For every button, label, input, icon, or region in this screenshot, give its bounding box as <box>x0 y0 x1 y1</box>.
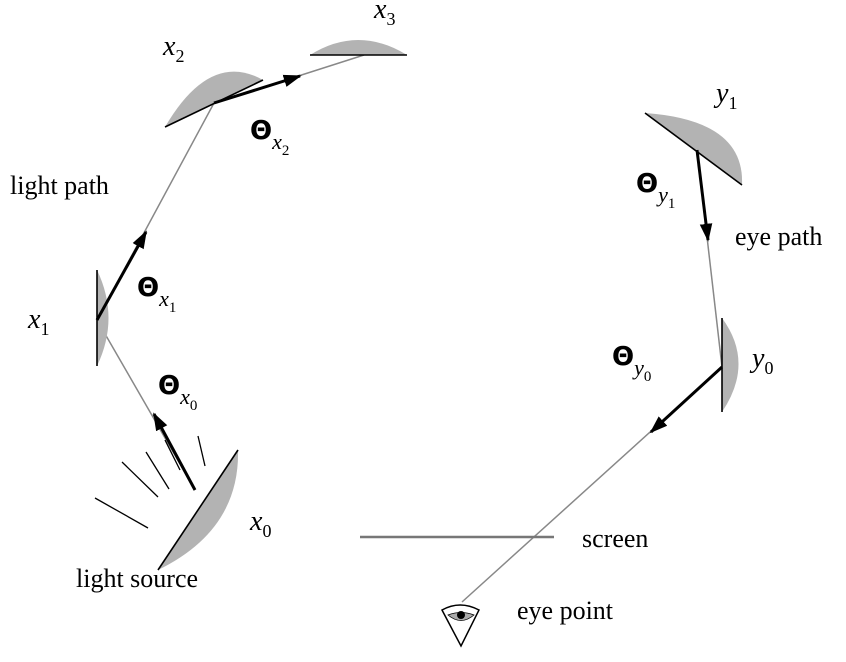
direction-label-theta-y1: Θy1 <box>636 169 675 212</box>
light-path-label: light path <box>10 171 109 200</box>
surface-y0 <box>721 318 739 412</box>
vertex-label-x1: x1 <box>27 304 49 339</box>
direction-label-theta-y0: Θy0 <box>612 342 651 385</box>
surface-x2 <box>164 71 264 128</box>
vertex-label-x3: x3 <box>373 0 395 29</box>
surface-x0 <box>157 449 239 571</box>
direction-arrow-x0 <box>152 412 197 491</box>
vertex-label-y0: y0 <box>749 343 773 378</box>
eye-icon <box>440 604 480 648</box>
surface-y1 <box>644 112 743 186</box>
direction-arrow-x1 <box>95 230 148 321</box>
screen-label: screen <box>582 524 648 553</box>
direction-label-theta-x0: Θx0 <box>158 371 197 414</box>
direction-arrow-y1 <box>695 149 713 242</box>
vertex-label-y1: y1 <box>713 78 737 113</box>
direction-arrow-x2 <box>213 74 302 105</box>
direction-label-theta-x2: Θx2 <box>250 116 289 159</box>
direction-arrow-y0 <box>649 365 724 434</box>
eye-point-label: eye point <box>517 596 614 625</box>
vertex-label-x2: x2 <box>162 31 184 66</box>
eye-path-label: eye path <box>735 222 822 251</box>
surface-x3 <box>310 40 407 56</box>
light-emission-rays <box>94 435 206 529</box>
light-source-label: light source <box>76 564 198 593</box>
direction-label-theta-x1: Θx1 <box>137 273 176 316</box>
vertex-label-x0: x0 <box>249 506 271 541</box>
